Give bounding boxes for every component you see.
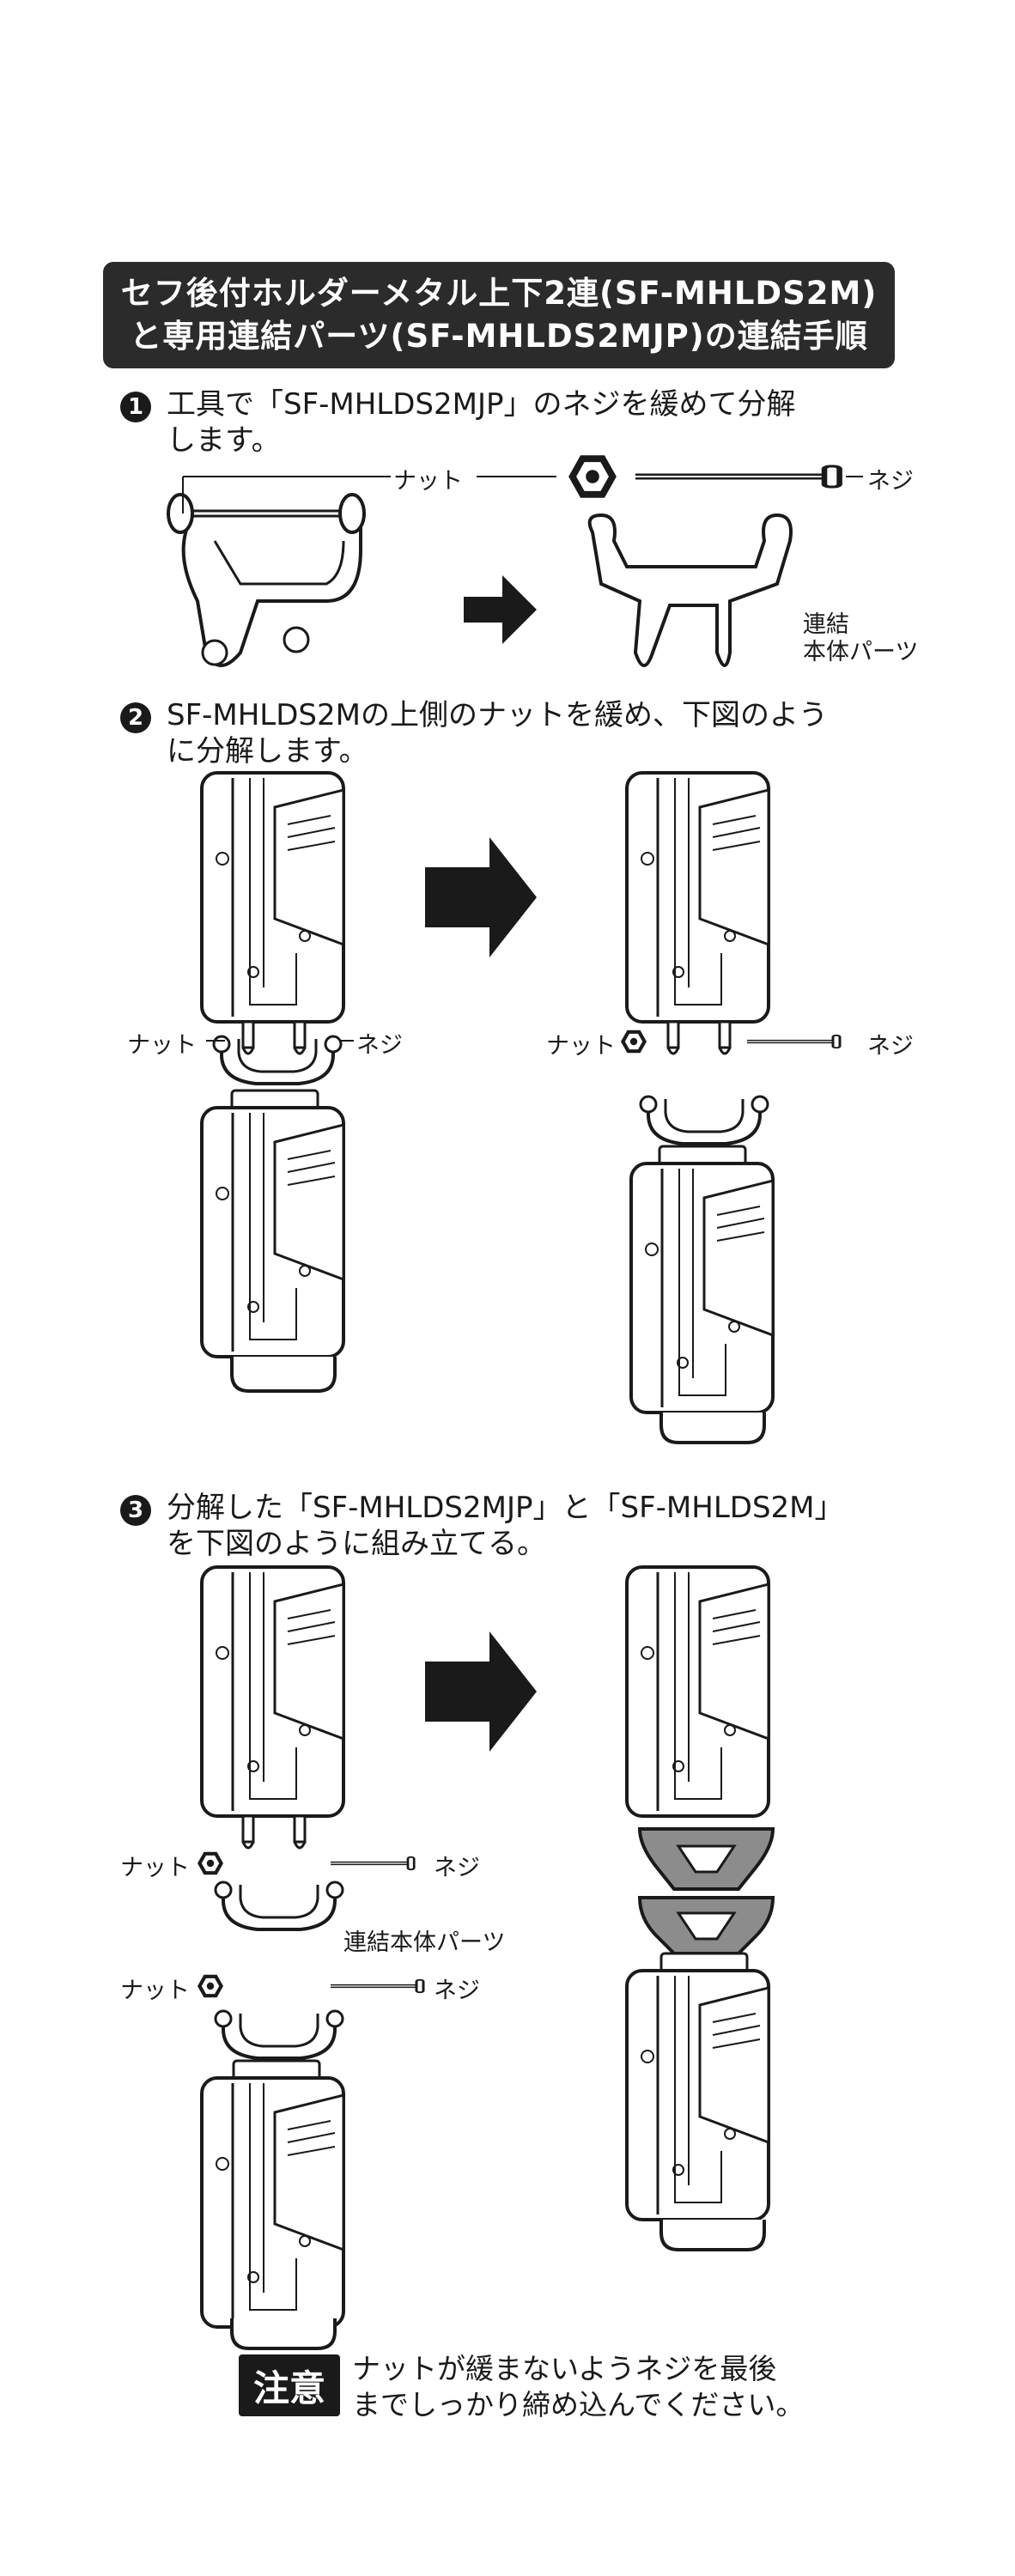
note-badge: 注意 [239,2354,340,2416]
joint-body-part [587,513,793,667]
step-3-line-1: 分解した「SF-MHLDS2MJP」と「SF-MHLDS2M」 [167,1491,844,1525]
joint-label-step3: 連結本体パーツ [343,1929,506,1956]
nut-part-step1 [573,459,613,495]
lower-holster-right [629,1162,775,1414]
step-1-text: 工具で「SF-MHLDS2MJP」のネジを緩めて分解 します。 [167,386,796,459]
step-2-number: 2 [120,702,151,733]
joint-assembled-inner [213,540,345,586]
title-banner: セフ後付ホルダーメタル上下2連(SF-MHLDS2M) と専用連結パーツ(SF-… [103,262,895,368]
screw-part-step3-top [331,1857,414,1869]
joint-body-step3 [214,1880,344,1931]
step-3-number: 3 [120,1495,151,1526]
upper-clip-right [666,1020,732,1055]
step-2-header: 2 SF-MHLDS2Mの上側のナットを緩め、下図のよう に分解します。 [120,697,828,769]
screw-label-step1: ネジ [867,468,914,495]
nut-part-step3-top [199,1854,221,1873]
arrow-step2 [425,837,537,957]
screw-part-step1 [635,466,840,487]
screw-part-step3-bottom [331,1980,423,1992]
joint-assembled-frame [181,513,362,667]
nut-label-step2-right: ナット [546,1033,616,1060]
upper-holster-right [625,771,770,1024]
note-text: ナットが緩まないようネジを最後 までしっかり締め込んでください。 [352,2351,804,2423]
nut-label-step1: ナット [393,468,463,495]
upper-holster-step3-left [200,1565,345,1818]
step-3-line-2: を下図のように組み立てる。 [167,1527,546,1561]
upper-clip-step3-left [241,1814,307,1850]
note-line-1: ナットが緩まないようネジを最後 [352,2352,777,2385]
arrow-step3 [425,1631,537,1752]
connector-right [639,1095,769,1145]
joint-label-step1: 連結 本体パーツ [803,611,918,666]
step-1-header: 1 工具で「SF-MHLDS2MJP」のネジを緩めて分解 します。 [120,386,796,459]
nut-label-step3-bottom: ナット [120,1978,190,2004]
step-2-line-2: に分解します。 [167,734,368,769]
step-1-line-2: します。 [167,423,281,458]
screw-part-step2 [747,1036,840,1048]
joint-label-line-1: 連結 [803,611,849,638]
step-1-line-1: 工具で「SF-MHLDS2MJP」のネジを緩めて分解 [167,387,796,422]
nut-label-step3-top: ナット [120,1855,190,1881]
arrow-step1 [464,575,537,644]
joint-label-line-2: 本体パーツ [803,639,919,665]
connector-left [212,1035,343,1085]
step-1-number: 1 [120,392,151,422]
connector-step3-left [214,2009,344,2060]
note-line-2: までしっかり締め込んでください。 [352,2388,805,2421]
nut-part-step3-bottom [199,1977,221,1996]
step-3-header: 3 分解した「SF-MHLDS2MJP」と「SF-MHLDS2M」 を下図のよう… [120,1490,844,1562]
upper-clip-left [241,1020,307,1055]
step-2-line-1: SF-MHLDS2Mの上側のナットを緩め、下図のよう [167,698,828,732]
nut-part-step2 [623,1032,644,1051]
screw-label-step2-left: ネジ [356,1032,403,1059]
upper-holster-step3-right [625,1565,770,1818]
title-line-1: セフ後付ホルダーメタル上下2連(SF-MHLDS2M) [120,275,878,312]
step-3-text: 分解した「SF-MHLDS2MJP」と「SF-MHLDS2M」 を下図のように組… [167,1490,844,1562]
lower-holster-step3-right [625,1969,770,2221]
nut-label-step2-left: ナット [127,1032,197,1059]
screw-label-step2-right: ネジ [867,1033,914,1060]
screw-label-step3-bottom: ネジ [434,1978,480,2004]
title-line-2: と専用連結パーツ(SF-MHLDS2MJP)の連結手順 [130,318,868,355]
lower-holster-left [200,1106,345,1358]
step-2-text: SF-MHLDS2Mの上側のナットを緩め、下図のよう に分解します。 [167,697,828,769]
lower-holster-step3-left [200,2076,345,2329]
screw-label-step3-top: ネジ [434,1855,480,1881]
upper-holster-left [200,771,345,1024]
